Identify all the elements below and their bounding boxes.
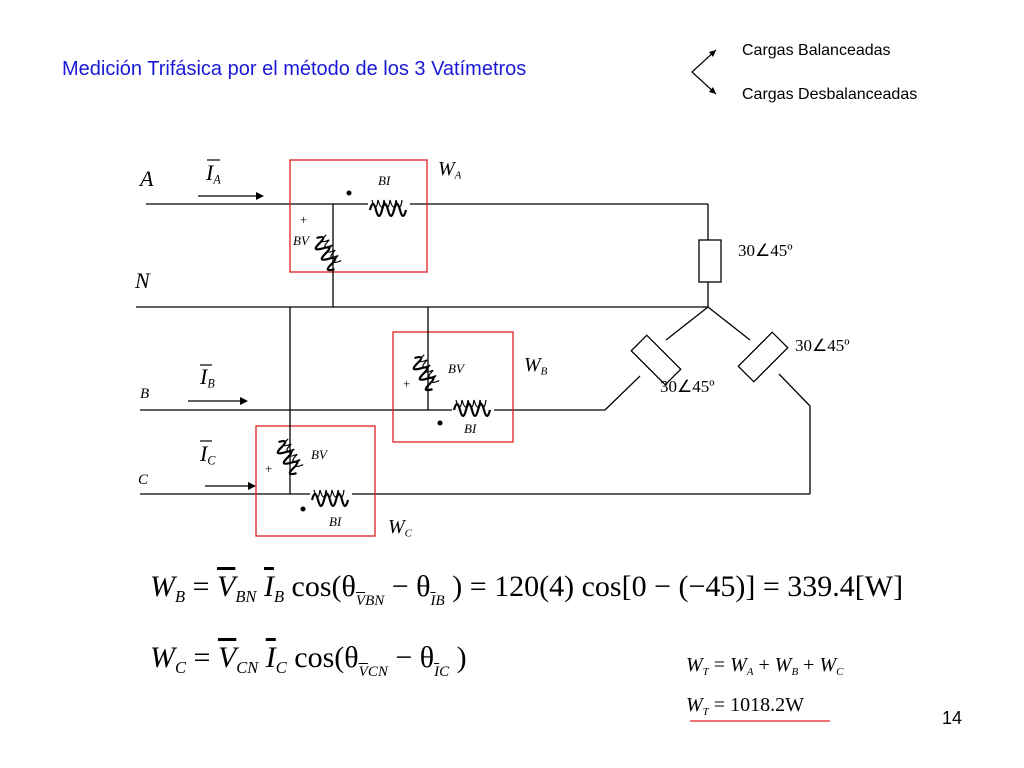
label-impedance-a: 30∠45º: [738, 241, 793, 260]
label-ia: IA: [206, 160, 221, 187]
impedance-c: [737, 331, 789, 383]
arrow-ic: [248, 482, 256, 490]
equation-wc: WC = VCN IC cos(θVCN − θIC ): [150, 641, 467, 680]
label-bi-c: BI: [329, 514, 342, 529]
label-wb: WB: [524, 354, 548, 378]
wattmeter-c-box: [255, 425, 376, 537]
label-plus-b: +: [403, 376, 411, 391]
label-bi-b: BI: [464, 421, 477, 436]
polarity-dot-c: [300, 506, 306, 512]
label-impedance-c: 30∠45º: [795, 336, 850, 355]
label-line-c: C: [138, 472, 149, 488]
label-bv-b: BV: [448, 361, 464, 376]
slide-title: Medición Trifásica por el método de los …: [62, 58, 527, 80]
wattmeter-a-box: [289, 159, 428, 273]
label-impedance-b: 30∠45º: [660, 377, 715, 396]
label-wc: WC: [388, 516, 413, 540]
label-bi-a: BI: [378, 173, 391, 188]
equation-total-value: WT = 1018.2W: [686, 694, 804, 718]
polarity-dot-a: [346, 190, 352, 196]
label-bv-a: BV: [293, 233, 309, 248]
legend-balanced: Cargas Balanceadas: [742, 42, 891, 59]
label-ib: IB: [200, 364, 215, 391]
label-wa: WA: [438, 158, 462, 182]
impedance-a: [698, 239, 722, 283]
label-line-a: A: [140, 166, 154, 191]
label-line-b: B: [140, 386, 150, 402]
arrow-ib: [240, 397, 248, 405]
polarity-dot-b: [437, 420, 443, 426]
label-plus-c: +: [265, 461, 273, 476]
legend-unbalanced: Cargas Desbalanceadas: [742, 86, 918, 103]
arrow-ia: [256, 192, 264, 200]
equation-wb: WB = VBN IB cos(θVBN − θIB ) = 120(4) co…: [150, 570, 904, 609]
label-line-n: N: [135, 268, 150, 293]
label-plus-a: +: [300, 212, 308, 227]
label-bv-c: BV: [311, 447, 327, 462]
equation-total-sum: WT = WA + WB + WC: [686, 654, 844, 678]
wattmeter-b-box: [392, 331, 514, 443]
impedance-b: [630, 334, 682, 386]
label-ic: IC: [200, 441, 216, 468]
page-number: 14: [941, 708, 962, 728]
